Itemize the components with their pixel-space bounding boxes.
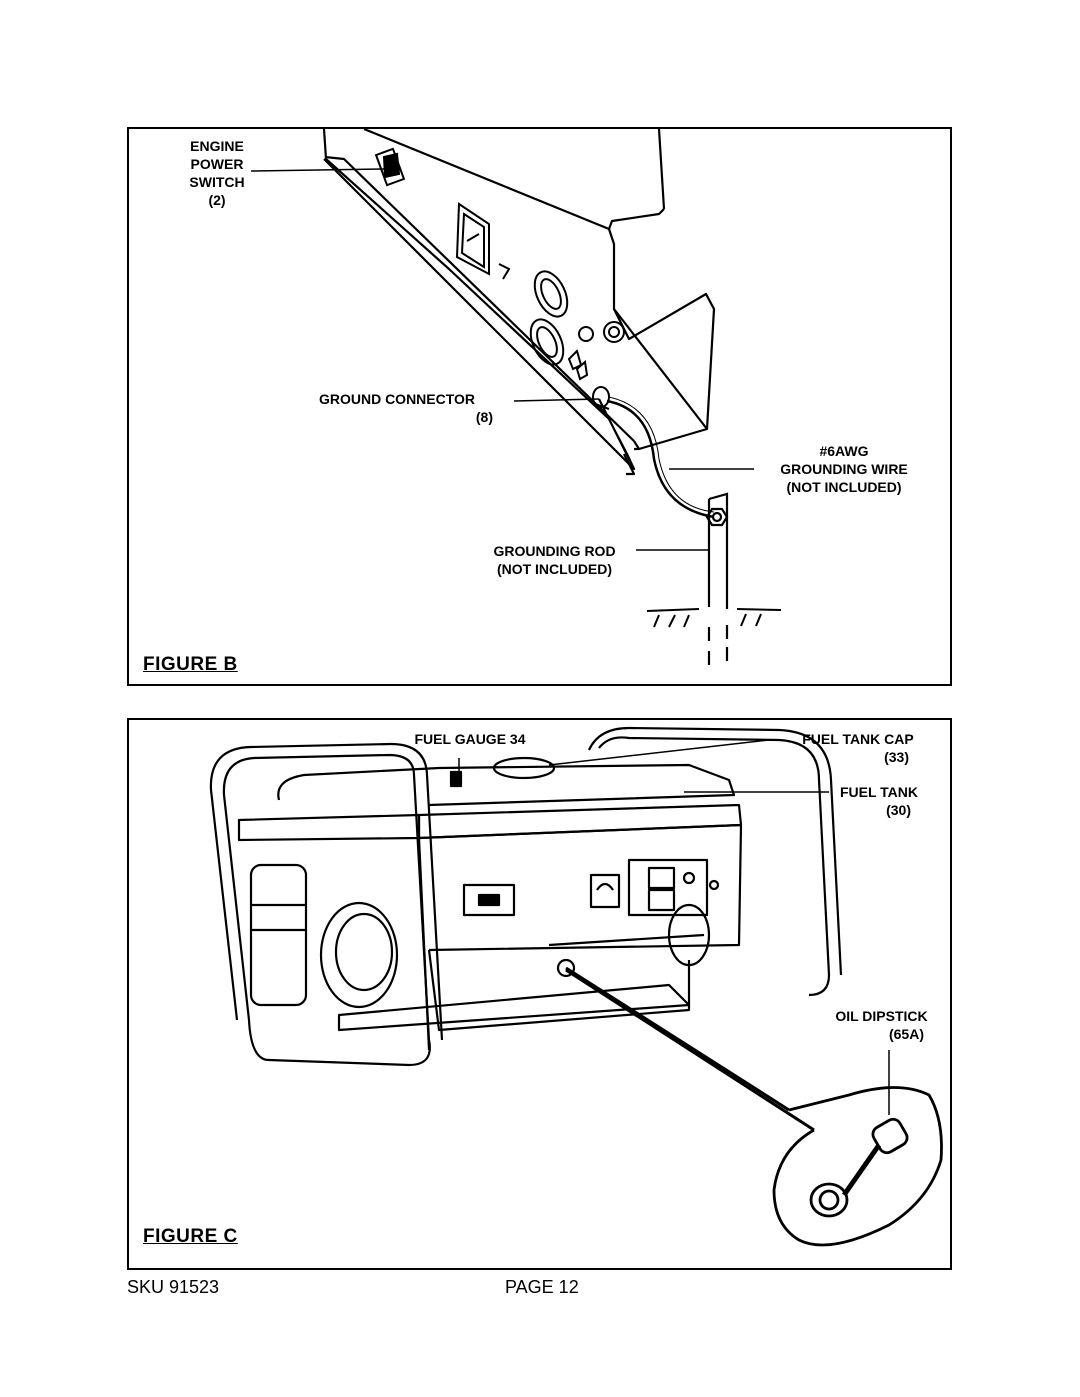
grounding-rod xyxy=(705,492,729,665)
label-line: (NOT INCLUDED) xyxy=(786,479,902,495)
grounding-rod-label: GROUNDING ROD (NOT INCLUDED) xyxy=(477,542,632,578)
sku-footer: SKU 91523 xyxy=(127,1277,220,1297)
label-line: (2) xyxy=(208,192,226,208)
label-line: ENGINE xyxy=(190,138,244,154)
label-line: GROUNDING ROD xyxy=(493,543,616,559)
figure-b-panel: ENGINE POWER SWITCH (2) GROUND CONNECTOR… xyxy=(127,127,952,686)
label-line: (33) xyxy=(884,749,909,765)
voltmeter-icon xyxy=(455,202,490,276)
fuel-tank-label: FUEL TANK (30) xyxy=(829,783,929,819)
oil-dipstick-detail xyxy=(772,1086,943,1247)
label-line: (30) xyxy=(886,802,911,818)
page-number: PAGE 12 xyxy=(505,1277,579,1297)
label-line: POWER xyxy=(190,156,244,172)
figure-c-panel: FUEL GAUGE 34 FUEL TANK CAP (33) FUEL TA… xyxy=(127,718,952,1270)
label-line: #6AWG xyxy=(819,443,869,459)
generator-illustration xyxy=(209,726,943,1247)
label-line: OIL DIPSTICK xyxy=(835,1008,928,1024)
fuel-gauge-label: FUEL GAUGE 34 xyxy=(414,731,526,747)
outlet-upper-icon xyxy=(533,270,569,318)
engine-power-switch-icon xyxy=(374,147,406,187)
label-line: SWITCH xyxy=(189,174,245,190)
label-line: FUEL TANK CAP xyxy=(802,731,914,747)
engine-power-switch-label: ENGINE POWER SWITCH (2) xyxy=(179,137,255,209)
grounding-wire xyxy=(606,399,715,519)
label-line: FUEL TANK xyxy=(839,784,919,800)
label-line: GROUNDING WIRE xyxy=(780,461,908,477)
label-line: (8) xyxy=(475,409,493,425)
figure-c-title: FIGURE C xyxy=(143,1226,238,1247)
oil-dipstick-label: OIL DIPSTICK (65A) xyxy=(819,1007,944,1043)
figure-b-title: FIGURE B xyxy=(143,654,238,675)
label-line: (65A) xyxy=(888,1026,924,1042)
outlet-lower-icon xyxy=(529,318,565,366)
generator-control-panel-illustration xyxy=(250,129,782,665)
grounding-wire-label: #6AWG GROUNDING WIRE (NOT INCLUDED) xyxy=(764,442,924,496)
fuel-tank-cap-label: FUEL TANK CAP (33) xyxy=(789,730,927,766)
label-line: (NOT INCLUDED) xyxy=(496,561,613,577)
label-line: GROUND CONNECTOR xyxy=(318,391,476,407)
frame-left xyxy=(222,753,431,1067)
ground-connector-label: GROUND CONNECTOR (8) xyxy=(297,390,497,426)
ground-surface xyxy=(646,608,782,628)
